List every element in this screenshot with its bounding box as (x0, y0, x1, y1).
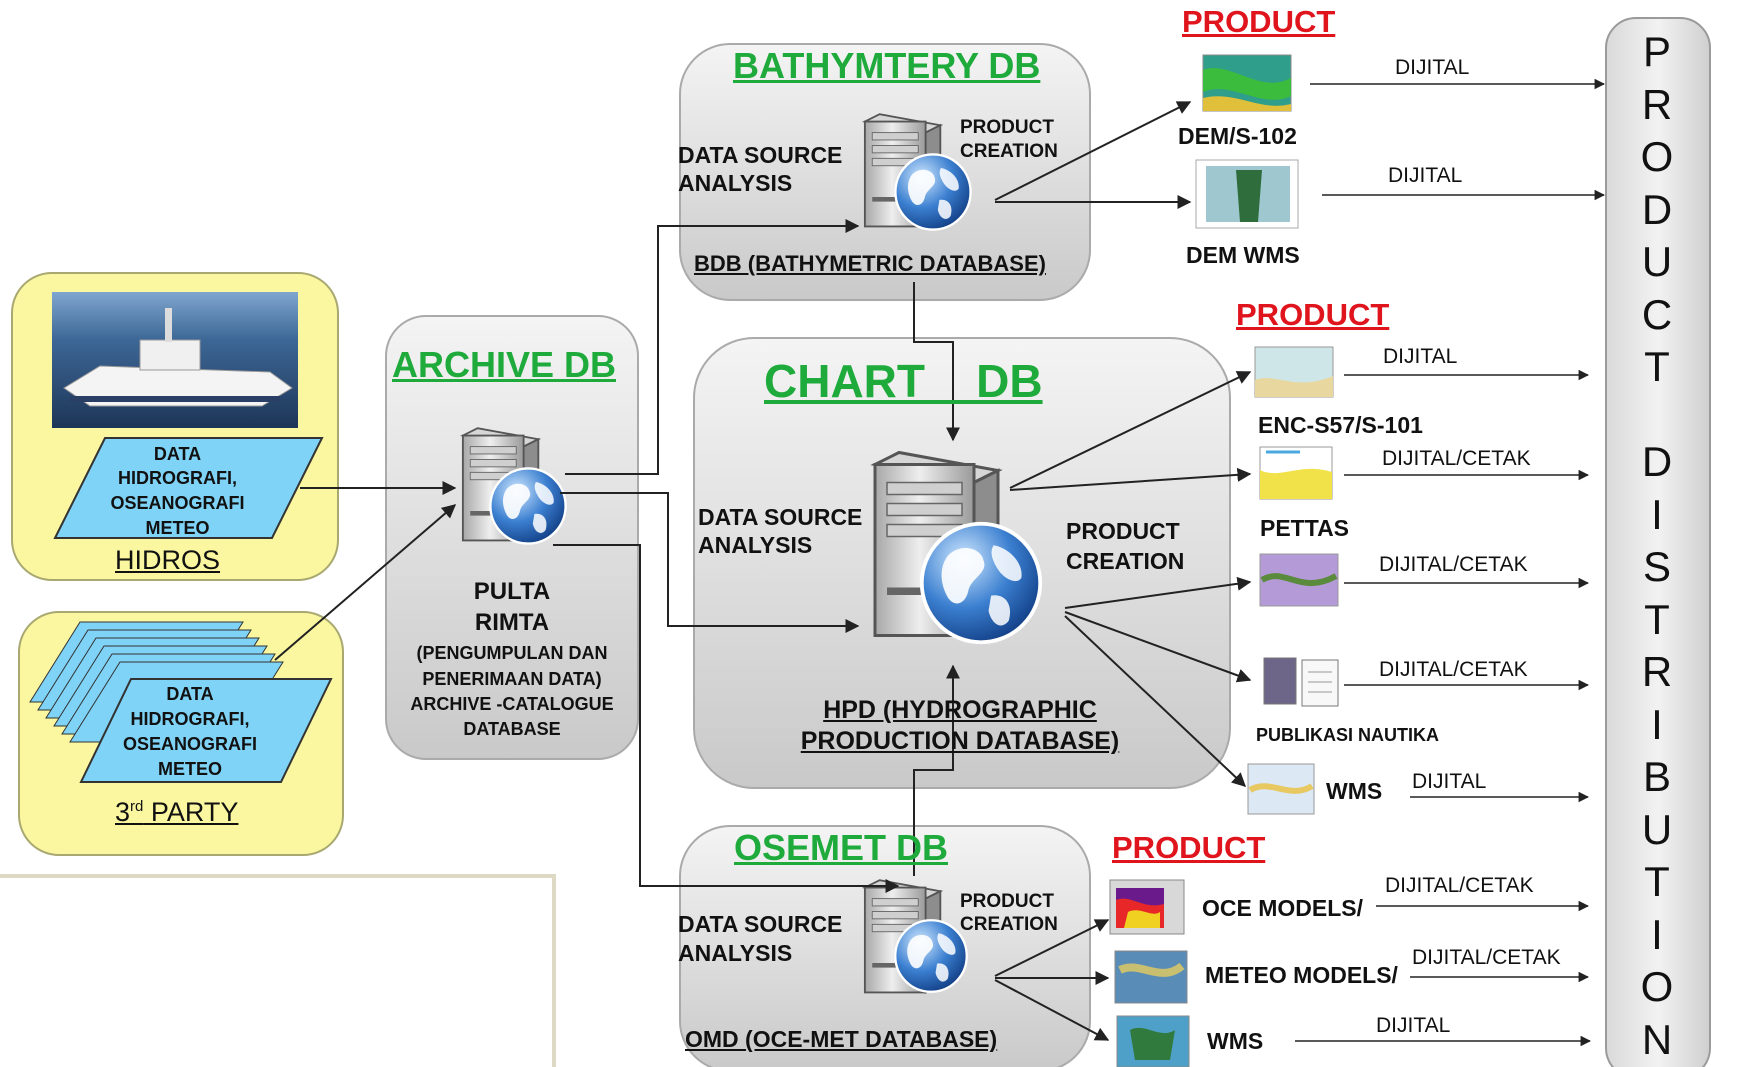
product-meteo-models-label: METEO MODELS/ (1205, 962, 1398, 988)
hidros-data-parallelogram (53, 437, 324, 539)
bathymetry-analysis-line1: DATA SOURCE (678, 142, 843, 168)
third-party-data-line4: METEO (157, 759, 222, 779)
product-heading-chart: PRODUCT (1236, 297, 1390, 332)
osemet-creation-line2: CREATION (960, 914, 1058, 935)
dem-wms-thumbnail (1195, 159, 1299, 229)
third-party-data-line1: DATA (166, 684, 214, 704)
product-distribution-label: P R O D U C T D I S T R I B U T I O N (1612, 26, 1702, 1066)
chart-db-footer-line2: PRODUCTION DATABASE) (800, 727, 1120, 755)
archive-desc-line2: PENERIMAAN DATA) (422, 669, 602, 689)
osemet-db-footer: OMD (OCE-MET DATABASE) (685, 1026, 998, 1052)
product-pettas-channel: DIJITAL/CETAK (1382, 447, 1531, 470)
product-dem-s102-channel: DIJITAL (1395, 56, 1470, 79)
product-heading-osemet: PRODUCT (1112, 830, 1266, 865)
hidros-data-line2: HIDROGRAFI, (118, 468, 237, 488)
distribution-letter: I (1651, 490, 1663, 538)
chart-creation-line1: PRODUCT (1066, 518, 1180, 544)
third-party-data-line3: OSEANOGRAFI (122, 734, 257, 754)
meteo-models-thumbnail (1114, 950, 1188, 1004)
product-chart-map-channel: DIJITAL/CETAK (1379, 553, 1528, 576)
product-oce-models-label: OCE MODELS/ (1202, 895, 1364, 921)
product-osemet-wms-label: WMS (1207, 1028, 1264, 1054)
osemet-analysis-line1: DATA SOURCE (678, 911, 843, 937)
enc-thumbnail (1254, 346, 1334, 398)
wms-chart-thumbnail (1247, 763, 1315, 815)
dem-s102-thumbnail (1202, 54, 1292, 112)
hidros-label: HIDROS (115, 545, 221, 575)
bathymetry-creation-line1: PRODUCT (960, 117, 1054, 138)
oce-models-thumbnail (1109, 879, 1185, 935)
distribution-letter: N (1641, 1015, 1673, 1063)
osemet-creation-line1: PRODUCT (960, 891, 1054, 912)
distribution-letter: I (1651, 700, 1663, 748)
product-publikasi-channel: DIJITAL/CETAK (1379, 658, 1528, 681)
chart-db-footer-line1: HPD (HYDROGRAPHIC (823, 696, 1097, 724)
osemet-db-title: OSEMET DB (734, 827, 949, 868)
product-osemet-wms-channel: DIJITAL (1376, 1014, 1451, 1037)
third-party-data-line2: HIDROGRAFI, (130, 709, 250, 729)
flow-connectors (274, 101, 1252, 1041)
third-party-label: 3rd PARTY (115, 797, 239, 827)
distribution-letter: O (1640, 133, 1674, 180)
product-enc-label: ENC-S57/S-101 (1258, 412, 1423, 438)
archive-db-title: ARCHIVE DB (392, 344, 617, 385)
osemet-analysis-line2: ANALYSIS (678, 940, 793, 966)
osemet-wms-thumbnail (1116, 1015, 1190, 1067)
distribution-letter: U (1641, 805, 1673, 853)
distribution-letter: R (1641, 80, 1673, 128)
pettas-thumbnail (1259, 446, 1333, 500)
product-dem-wms-channel: DIJITAL (1388, 164, 1463, 187)
distribution-letter: T (1644, 858, 1670, 905)
chart-map-thumbnail (1259, 553, 1339, 607)
distribution-letter: T (1644, 595, 1670, 643)
publikasi-thumbnail (1263, 657, 1339, 707)
chart-analysis-line1: DATA SOURCE (698, 504, 863, 530)
distribution-letter: S (1642, 543, 1671, 590)
product-pettas-label: PETTAS (1260, 515, 1350, 541)
chart-creation-line2: CREATION (1066, 548, 1185, 574)
distribution-arrows (1295, 78, 1606, 1047)
product-wms-label: WMS (1326, 778, 1383, 804)
archive-rimta-label: RIMTA (474, 609, 550, 636)
bottom-left-panel (0, 874, 556, 1067)
distribution-letter: C (1641, 290, 1673, 338)
product-publikasi-label: PUBLIKASI NAUTIKA (1256, 725, 1439, 745)
product-wms-channel: DIJITAL (1412, 770, 1487, 793)
distribution-column (1605, 17, 1711, 1067)
survey-ship-photo (52, 292, 298, 428)
distribution-letter: R (1641, 648, 1673, 695)
product-dem-wms-label: DEM WMS (1186, 242, 1300, 268)
distribution-letter: I (1651, 910, 1663, 958)
distribution-letter: D (1641, 185, 1673, 233)
product-heading-bathymetry: PRODUCT (1182, 4, 1336, 39)
bathymetry-analysis-line2: ANALYSIS (678, 170, 793, 196)
hidros-data-line3: OSEANOGRAFI (110, 493, 245, 513)
hidros-data-line4: METEO (145, 518, 210, 538)
hidros-data-line1: DATA (153, 444, 202, 464)
distribution-letter: D (1641, 438, 1673, 485)
distribution-letter: U (1641, 238, 1673, 285)
third-party-data-stack (29, 621, 333, 783)
archive-desc-line4: DATABASE (463, 719, 561, 739)
product-meteo-models-channel: DIJITAL/CETAK (1412, 946, 1561, 969)
product-oce-models-channel: DIJITAL/CETAK (1385, 874, 1534, 897)
distribution-letter: B (1642, 753, 1671, 800)
archive-desc-line3: ARCHIVE -CATALOGUE (410, 694, 614, 714)
archive-pulta-label: PULTA (473, 578, 551, 605)
chart-analysis-line2: ANALYSIS (698, 532, 813, 558)
product-enc-channel: DIJITAL (1383, 345, 1458, 368)
distribution-letter: P (1642, 28, 1671, 75)
bathymetry-db-title: BATHYMTERY DB (733, 45, 1041, 86)
bathymetry-db-footer: BDB (BATHYMETRIC DATABASE) (694, 251, 1046, 276)
product-dem-s102-label: DEM/S-102 (1178, 123, 1297, 149)
bathymetry-creation-line2: CREATION (960, 141, 1058, 162)
archive-desc-line1: (PENGUMPULAN DAN (416, 643, 608, 663)
distribution-letter: O (1640, 963, 1674, 1010)
chart-db-title: CHART DB (764, 355, 1043, 407)
distribution-letter: T (1644, 343, 1670, 390)
